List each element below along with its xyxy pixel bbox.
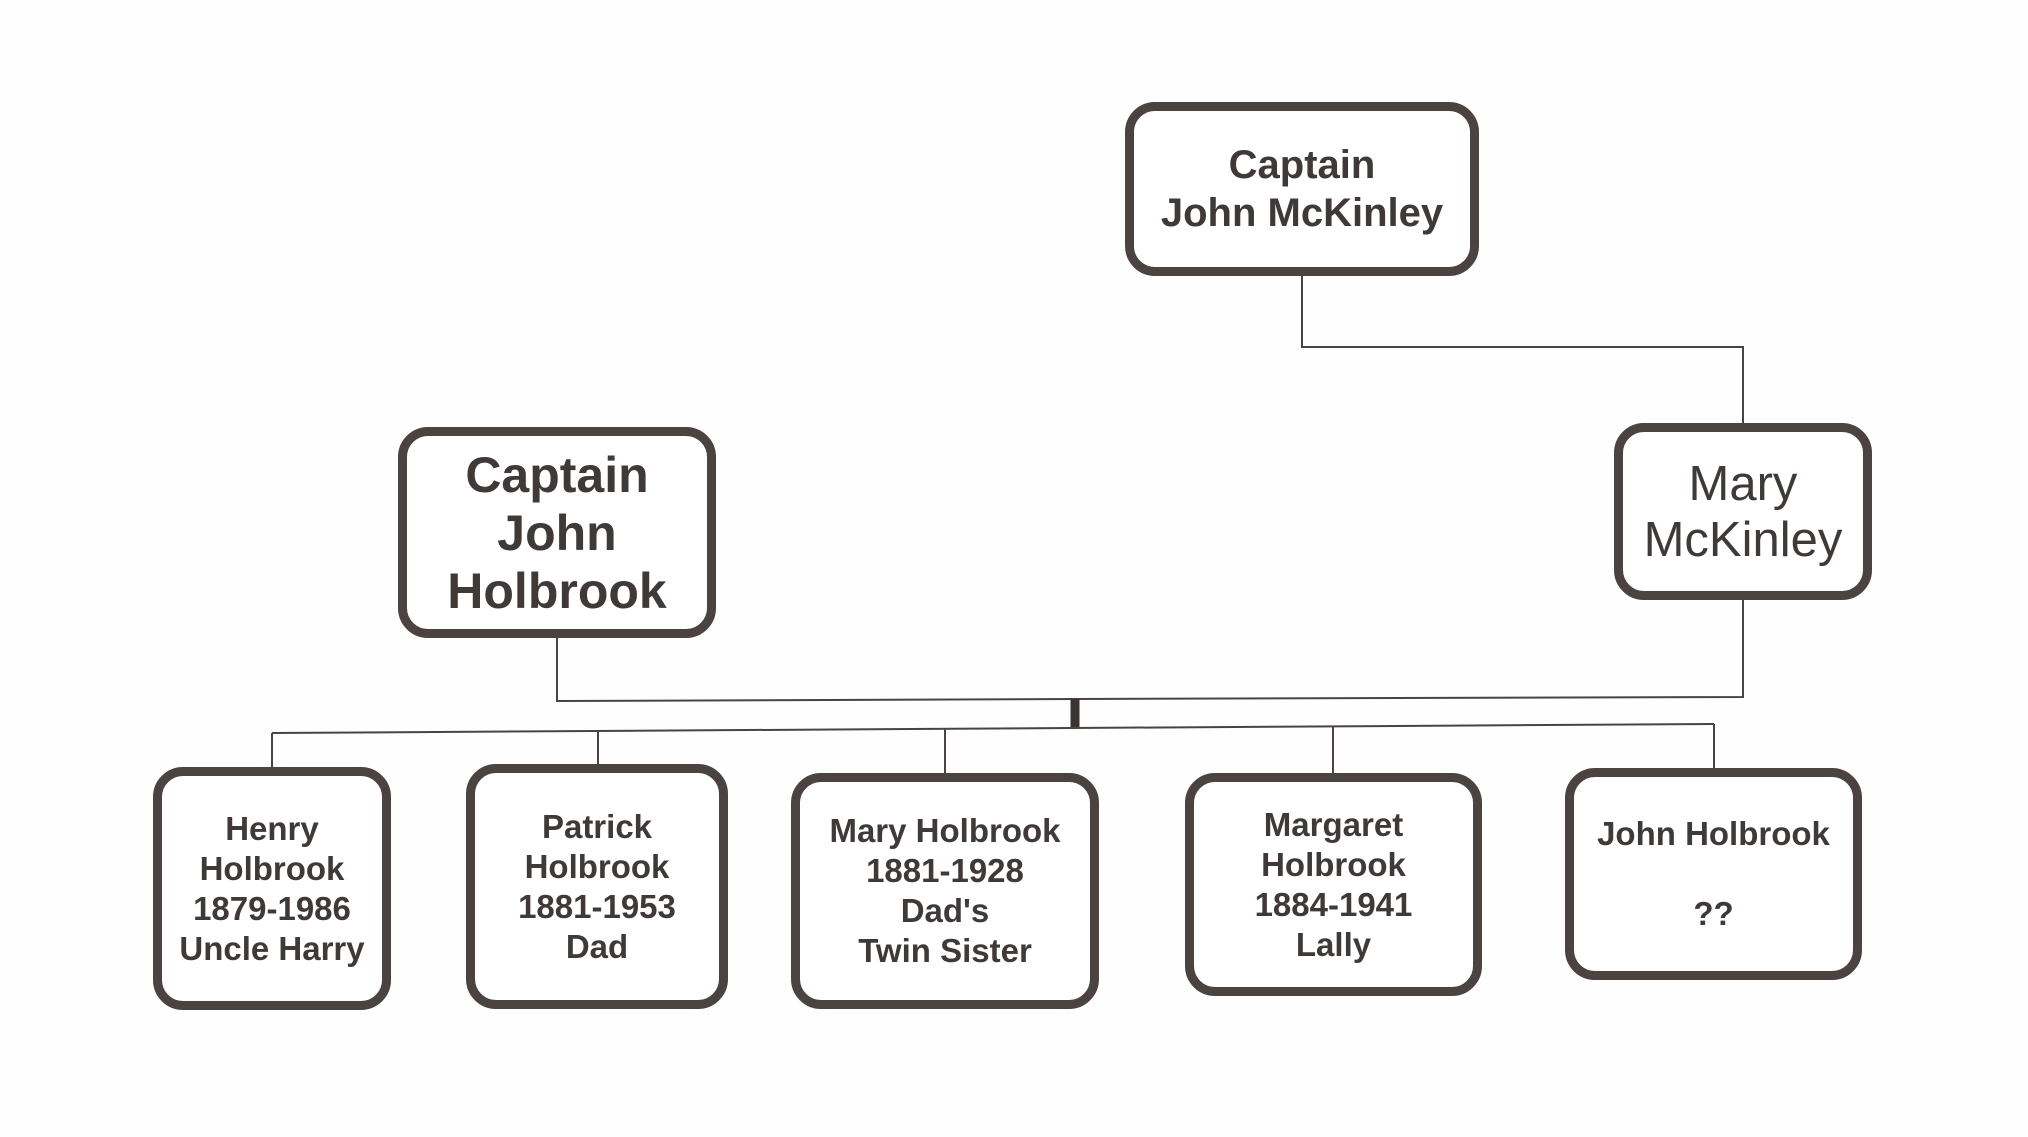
- node-line: John Holbrook: [1597, 815, 1830, 852]
- connector-mary-to-marriage: [1074, 600, 1744, 700]
- node-line: Dad's: [900, 892, 990, 929]
- node-line: Mary Holbrook: [829, 812, 1061, 849]
- node-line: ??: [1693, 895, 1734, 932]
- node-line: Holbrook: [1261, 845, 1406, 883]
- node-margaret-holbrook: Margaret Holbrook 1884-1941 Lally: [1185, 773, 1482, 996]
- node-line: Henry: [225, 809, 319, 847]
- node-captain-john-mckinley: Captain John McKinley: [1125, 102, 1479, 276]
- node-line: Uncle Harry: [179, 929, 365, 967]
- node-line: Holbrook: [199, 849, 345, 887]
- node-line: 1879-1986: [193, 889, 351, 927]
- node-line: 1884-1941: [1254, 885, 1413, 923]
- node-mary-mckinley: Mary McKinley: [1614, 423, 1872, 600]
- connector-holbrook-to-marriage: [556, 638, 1076, 703]
- node-john-holbrook: John Holbrook ??: [1565, 768, 1862, 980]
- connector-mckinley-to-mary: [1301, 276, 1744, 423]
- node-line: Captain: [1228, 143, 1376, 187]
- node-line: Margaret: [1263, 805, 1404, 843]
- node-mary-holbrook: Mary Holbrook 1881-1928 Dad's Twin Siste…: [791, 773, 1099, 1009]
- node-henry-holbrook: Henry Holbrook 1879-1986 Uncle Harry: [153, 767, 391, 1010]
- node-line: Lally: [1295, 925, 1372, 963]
- node-line: Dad: [565, 927, 629, 965]
- node-captain-john-holbrook: Captain John Holbrook: [398, 427, 716, 638]
- node-line: Captain: [465, 446, 649, 503]
- node-line: John: [497, 504, 617, 561]
- node-line: McKinley: [1643, 512, 1843, 567]
- node-line: Twin Sister: [858, 932, 1032, 969]
- node-patrick-holbrook: Patrick Holbrook 1881-1953 Dad: [466, 764, 728, 1009]
- node-line: Holbrook: [524, 847, 670, 885]
- node-line: Holbrook: [447, 562, 667, 619]
- node-line: John McKinley: [1160, 191, 1444, 235]
- node-line: Mary: [1688, 456, 1798, 511]
- node-line: 1881-1928: [866, 852, 1024, 889]
- node-line: Patrick: [541, 807, 653, 845]
- connector-children-bar: [271, 723, 1715, 734]
- node-line: 1881-1953: [518, 887, 676, 925]
